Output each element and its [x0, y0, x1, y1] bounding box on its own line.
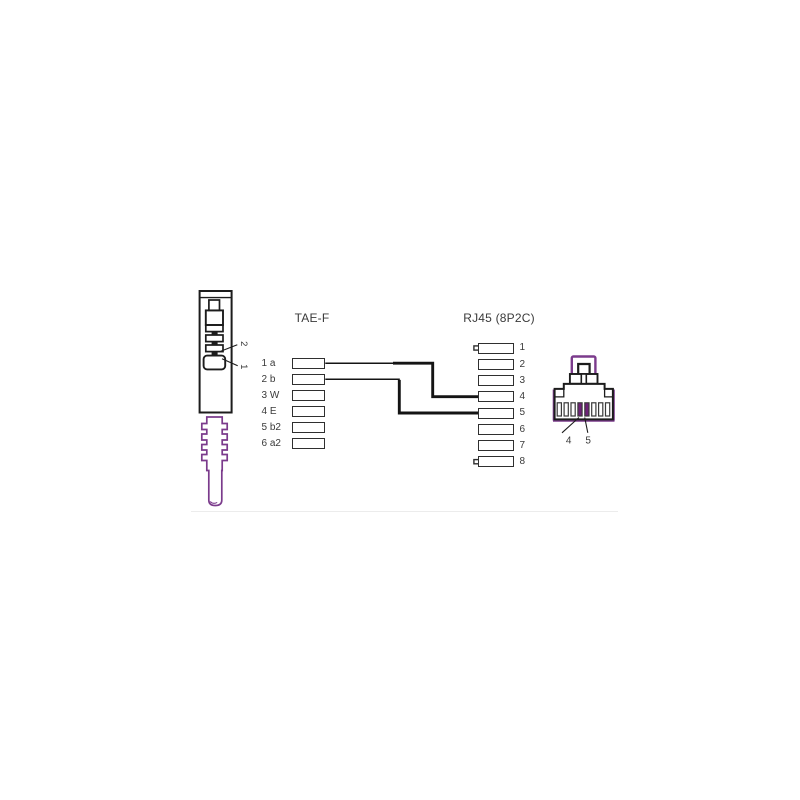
tae-contact-1-label: 1	[238, 364, 249, 369]
rj45-plug-drawing	[552, 355, 615, 434]
rj45-latch-tab-center	[580, 373, 588, 385]
tae-pin-label-3w: 3 W	[261, 389, 280, 401]
tae-column-title: TAE-F	[294, 311, 330, 325]
tae-pin-box-4e	[292, 405, 326, 417]
tae-pin-label-1a: 1 a	[261, 357, 276, 369]
rj45-pin-num-1: 1	[519, 342, 526, 354]
rj45-slot-4-highlighted	[577, 402, 583, 417]
rj45-column-title: RJ45 (8P2C)	[463, 311, 535, 325]
rj45-slot-2	[563, 402, 569, 417]
leader-line-pin4	[561, 417, 580, 434]
tae-pin-box-3w	[292, 389, 326, 401]
rj45-pin-box-5	[478, 407, 514, 419]
rj45-slot-5-highlighted	[584, 402, 590, 417]
tae-plug-contact	[211, 351, 218, 356]
tae-pin-box-2b	[292, 373, 326, 385]
rj45-body-step-right	[603, 388, 613, 398]
wires	[325, 361, 479, 415]
rj45-slot-6	[591, 402, 597, 417]
tae-plug-drawing	[198, 290, 238, 414]
tae-plug-foot	[202, 354, 227, 371]
rj45-pin4-label: 4	[566, 435, 572, 446]
rj45-pin-num-6: 6	[519, 423, 526, 435]
rj45-pin-box-6	[478, 423, 514, 435]
rj45-pin-box-7	[478, 440, 514, 451]
rj45-slot-3	[570, 402, 576, 417]
rj45-pin-slots	[556, 402, 611, 417]
tae-pin-box-5b2	[292, 421, 326, 433]
tae-pin-box-6a2	[292, 437, 326, 449]
tae-pin-box-1a	[292, 357, 326, 369]
tae-cable-end	[209, 501, 218, 504]
rj45-slot-8	[604, 402, 611, 417]
wire-2b-to-pin5	[397, 379, 479, 415]
rj45-latch	[570, 355, 597, 376]
rj45-slot-7	[597, 402, 604, 417]
leader-line-contact-1	[221, 358, 238, 367]
rj45-pin-num-4: 4	[519, 391, 526, 402]
rj45-pin-num-3: 3	[519, 374, 526, 386]
tae-pin-label-2b: 2 b	[261, 373, 276, 385]
rj45-pin-num-7: 7	[519, 439, 526, 451]
figure-bottom-rule	[191, 511, 618, 512]
rj45-pin-num-5: 5	[519, 407, 526, 419]
tae-plug-contact	[211, 331, 218, 336]
tae-cable-drawing	[200, 416, 229, 507]
tae-pin-label-6a2: 6 a2	[261, 437, 281, 449]
rj45-pin5-label: 5	[585, 435, 591, 446]
rj45-pin-num-8: 8	[519, 456, 526, 467]
tae-pin-label-5b2: 5 b2	[261, 421, 281, 433]
rj45-pin-box-2	[478, 358, 514, 370]
rj45-slot-1	[556, 402, 563, 417]
leader-line-pin5	[584, 417, 589, 433]
tae-contact-2-label: 2	[238, 341, 249, 346]
rj45-latch-inner	[577, 362, 591, 374]
leader-line-contact-2	[220, 344, 238, 352]
rj45-pin-box-3	[478, 375, 514, 386]
rj45-pin-box-4	[478, 391, 514, 403]
tae-plug-contact	[211, 341, 218, 346]
rj45-pin-num-2: 2	[519, 358, 526, 370]
tae-pin-label-4e: 4 E	[261, 405, 277, 417]
rj45-body-step-left	[554, 388, 565, 398]
rj45-pin-box-1	[478, 342, 514, 354]
rj45-pin-box-8	[478, 456, 514, 468]
wire-1a-to-pin4	[393, 361, 479, 399]
tae-strain-relief	[200, 416, 229, 507]
